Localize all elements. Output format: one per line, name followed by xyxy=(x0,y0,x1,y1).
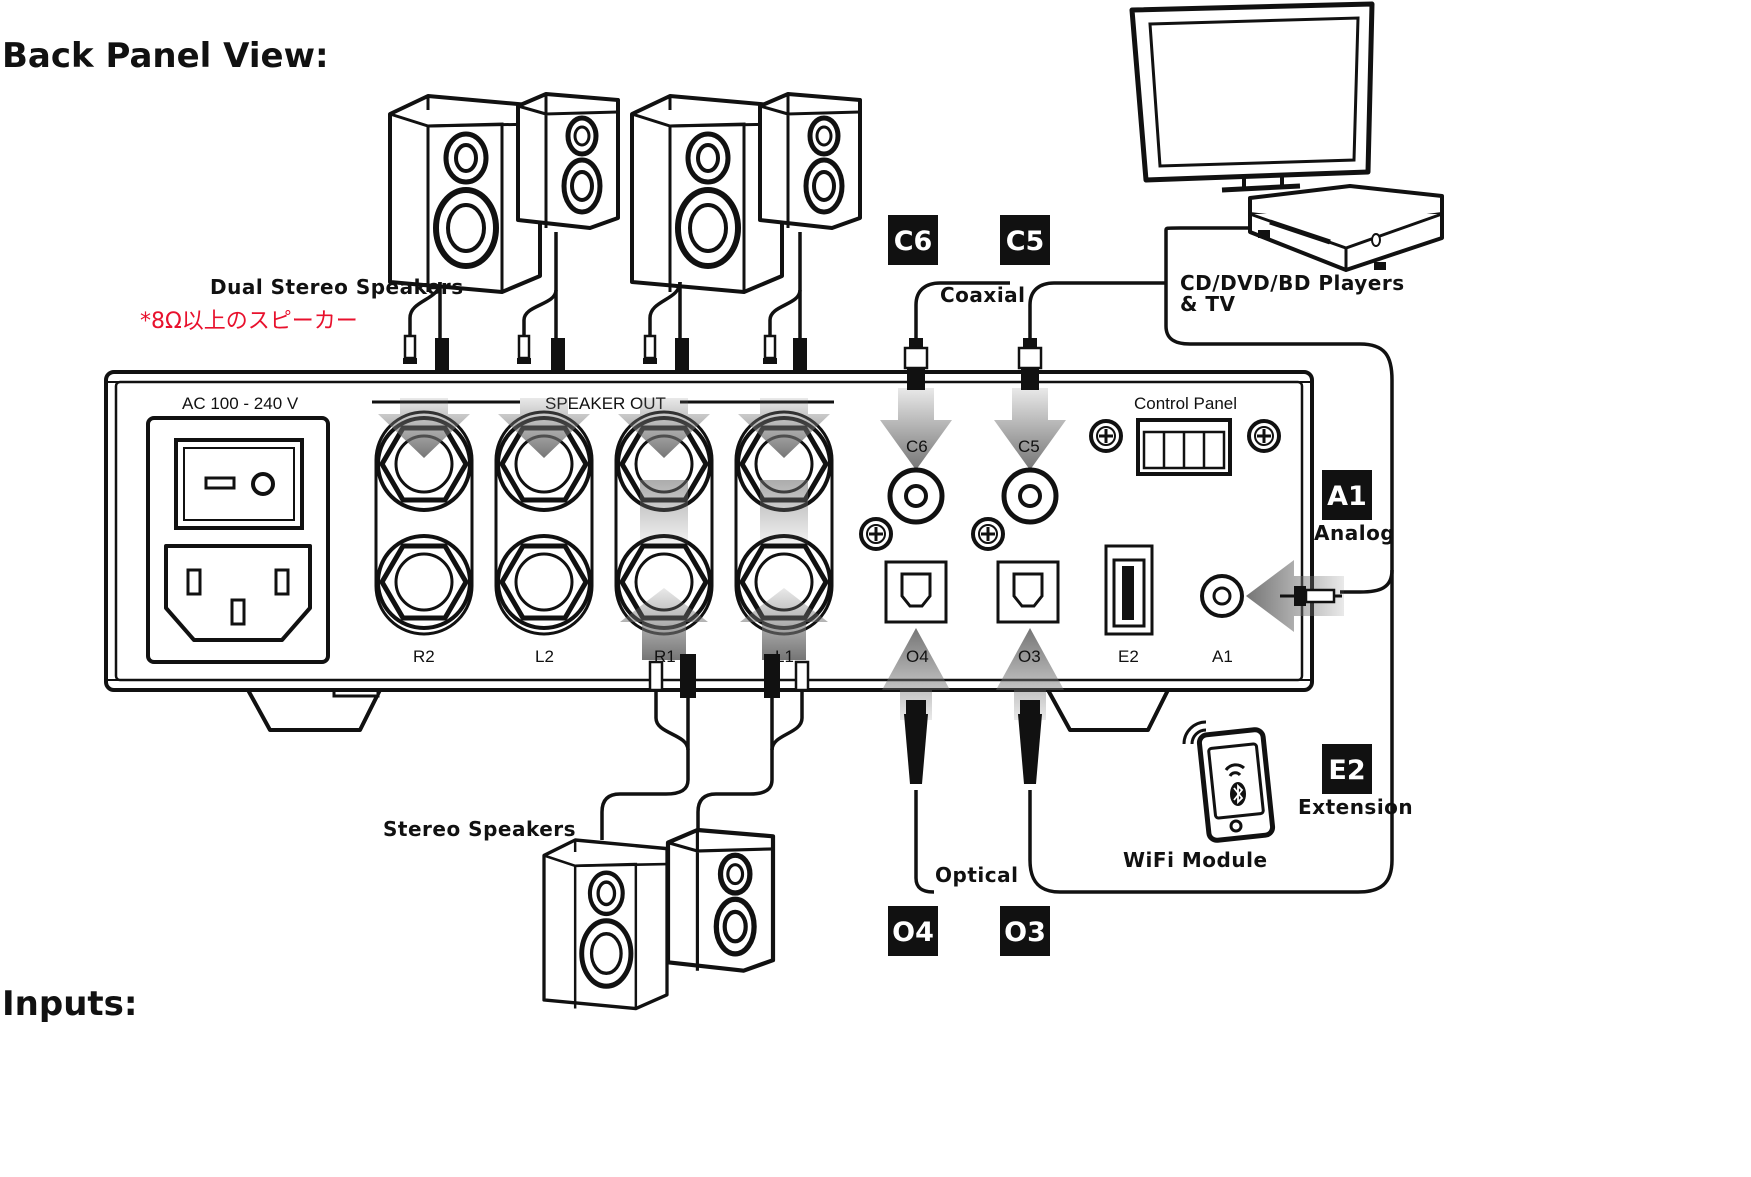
badge-a1-text: A1 xyxy=(1327,481,1367,512)
bluetooth-icon xyxy=(1230,782,1246,806)
speaker-icon xyxy=(518,94,618,228)
dual-stereo-speakers-group xyxy=(390,94,860,292)
optical-plugs xyxy=(904,700,1042,784)
badge-c5-text: C5 xyxy=(1006,226,1045,257)
inputs-heading: Inputs: xyxy=(2,984,138,1024)
speaker-out-label: SPEAKER OUT xyxy=(545,394,666,413)
players-label-line1: CD/DVD/BD Players xyxy=(1180,271,1405,295)
optical-port-o3[interactable] xyxy=(996,560,1060,624)
speaker-icon xyxy=(760,94,860,228)
port-label-o4: O4 xyxy=(906,647,929,666)
power-label: AC 100 - 240 V xyxy=(182,394,299,413)
badge-o4: O4 xyxy=(888,906,938,956)
badge-o3-text: O3 xyxy=(1004,917,1046,948)
extension-label: Extension xyxy=(1298,795,1413,819)
control-panel-connector[interactable] xyxy=(1136,418,1232,476)
usb-port-e2[interactable] xyxy=(1104,544,1154,636)
optical-arrows xyxy=(882,628,1064,720)
tv-icon xyxy=(1129,1,1375,193)
back-panel-heading: Back Panel View: xyxy=(2,36,329,76)
terminal-post[interactable] xyxy=(378,536,470,628)
port-label-e2: E2 xyxy=(1118,647,1139,666)
stereo-speakers-label: Stereo Speakers xyxy=(383,817,576,841)
badge-o3: O3 xyxy=(1000,906,1050,956)
ac-inlet-icon xyxy=(164,544,312,642)
badge-c5: C5 xyxy=(1000,215,1050,265)
coax-plugs xyxy=(903,338,1043,390)
badge-c6: C6 xyxy=(888,215,938,265)
control-panel-label: Control Panel xyxy=(1134,394,1237,413)
terminal-label-l2: L2 xyxy=(535,647,554,666)
screw-icon xyxy=(1247,419,1281,453)
aux-port-a1[interactable] xyxy=(1200,574,1244,618)
analog-label: Analog xyxy=(1314,521,1395,545)
wifi-module-label: WiFi Module xyxy=(1123,848,1268,872)
speaker-icon xyxy=(544,840,667,1009)
source-cables xyxy=(914,226,1394,894)
badge-a1: A1 xyxy=(1322,470,1372,520)
dual-stereo-speakers-label: Dual Stereo Speakers xyxy=(210,275,464,299)
screw-icon xyxy=(859,517,893,551)
coaxial-label: Coaxial xyxy=(940,283,1026,307)
speaker-icon xyxy=(668,830,773,971)
port-label-c5: C5 xyxy=(1018,437,1040,456)
terminal-post[interactable] xyxy=(498,536,590,628)
badge-e2: E2 xyxy=(1322,744,1372,794)
impedance-note: *8Ω以上のスピーカー xyxy=(140,309,358,334)
speaker-cables-top xyxy=(408,232,802,338)
coax-port-c5[interactable] xyxy=(1001,467,1059,525)
badge-o4-text: O4 xyxy=(892,917,934,948)
port-label-a1: A1 xyxy=(1212,647,1233,666)
player-icon xyxy=(1248,184,1444,272)
players-label-line2: & TV xyxy=(1180,292,1236,316)
power-switch-icon[interactable] xyxy=(204,472,275,496)
optical-port-o4[interactable] xyxy=(884,560,948,624)
port-label-o3: O3 xyxy=(1018,647,1041,666)
terminal-label-r2: R2 xyxy=(413,647,435,666)
badge-e2-text: E2 xyxy=(1328,755,1365,786)
screw-icon xyxy=(971,517,1005,551)
connection-arrows-top xyxy=(378,398,830,660)
coax-arrows xyxy=(880,388,1066,470)
badge-c6-text: C6 xyxy=(894,226,933,257)
optical-label: Optical xyxy=(935,863,1018,887)
speaker-cables-bottom xyxy=(600,692,804,840)
aux-plug-icon xyxy=(1280,586,1342,606)
banana-plugs-bottom xyxy=(648,654,810,698)
wifi-signal-icon xyxy=(1182,720,1207,745)
port-label-c6: C6 xyxy=(906,437,928,456)
coax-port-c6[interactable] xyxy=(887,467,945,525)
screw-icon xyxy=(1089,419,1123,453)
